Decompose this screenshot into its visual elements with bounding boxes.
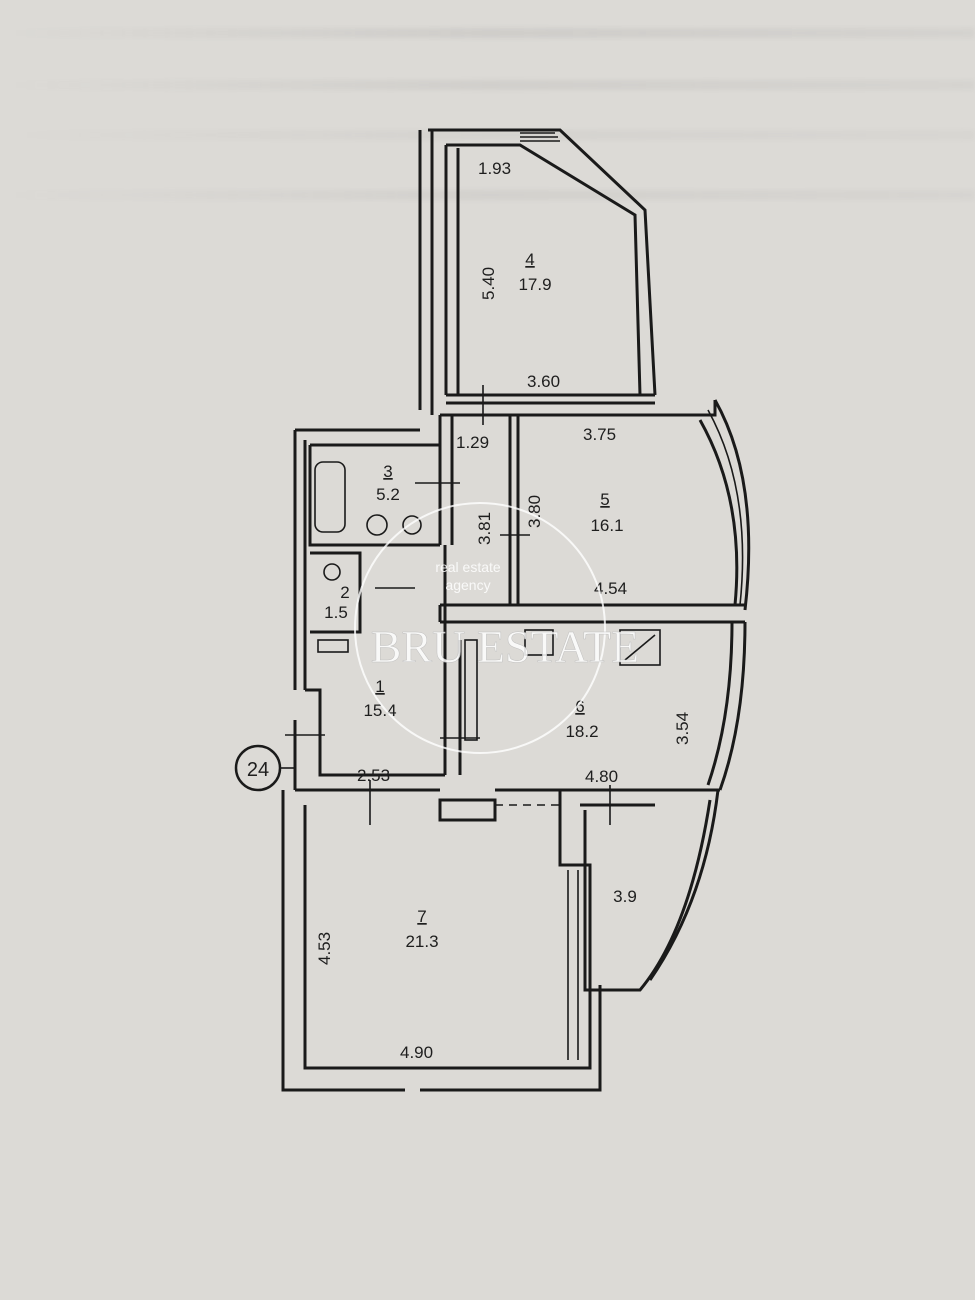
bathroom-walls xyxy=(293,428,440,690)
room-3-number: 3 xyxy=(383,462,392,481)
dim-r7-side: 4.53 xyxy=(315,932,334,965)
dimension-ticks xyxy=(285,385,611,825)
apartment-number-badge: 24 xyxy=(234,744,295,792)
dim-r5-top: 3.75 xyxy=(583,425,616,444)
apartment-number: 24 xyxy=(247,759,269,781)
room-2-number: 2 xyxy=(340,583,349,602)
dim-corridor-length: 3.81 xyxy=(475,512,494,545)
dim-corridor-width: 1.29 xyxy=(456,433,489,452)
balcony-area: 3.9 xyxy=(613,887,637,906)
watermark-tagline-2: agency xyxy=(445,577,490,593)
room-5-area: 16.1 xyxy=(590,516,623,535)
dim-r4-bottom: 3.60 xyxy=(527,372,560,391)
dim-r4-top: 1.93 xyxy=(478,159,511,178)
room-6-number: 6 xyxy=(575,697,584,716)
dim-r6-side: 3.54 xyxy=(673,712,692,745)
room-4-area: 17.9 xyxy=(518,275,551,294)
room-1-area: 15.4 xyxy=(363,701,396,720)
room-5-walls xyxy=(438,399,751,624)
watermark-tagline-1: real estate xyxy=(435,559,501,575)
dim-r5-bottom: 4.54 xyxy=(594,579,627,598)
dim-r6-bottom: 4.80 xyxy=(585,767,618,786)
room-7-walls xyxy=(281,788,720,1092)
room-1-number: 1 xyxy=(375,677,384,696)
hall-walls xyxy=(293,545,747,791)
room-7-area: 21.3 xyxy=(405,932,438,951)
dim-r5-side: 3.80 xyxy=(525,495,544,528)
watermark: real estate agency BRU ESTATE xyxy=(354,502,640,754)
dim-r4-side: 5.40 xyxy=(479,267,498,300)
room-2-area: 1.5 xyxy=(324,603,348,622)
room-6-area: 18.2 xyxy=(565,722,598,741)
watermark-brand: BRU ESTATE xyxy=(371,621,640,672)
dim-r7-bottom: 4.90 xyxy=(400,1043,433,1062)
room-7-number: 7 xyxy=(417,907,426,926)
dim-r1-bottom: 2.53 xyxy=(357,766,390,785)
room-5-number: 5 xyxy=(600,490,609,509)
room-4-walls xyxy=(418,128,657,415)
room-3-area: 5.2 xyxy=(376,485,400,504)
room-4-number: 4 xyxy=(525,250,534,269)
